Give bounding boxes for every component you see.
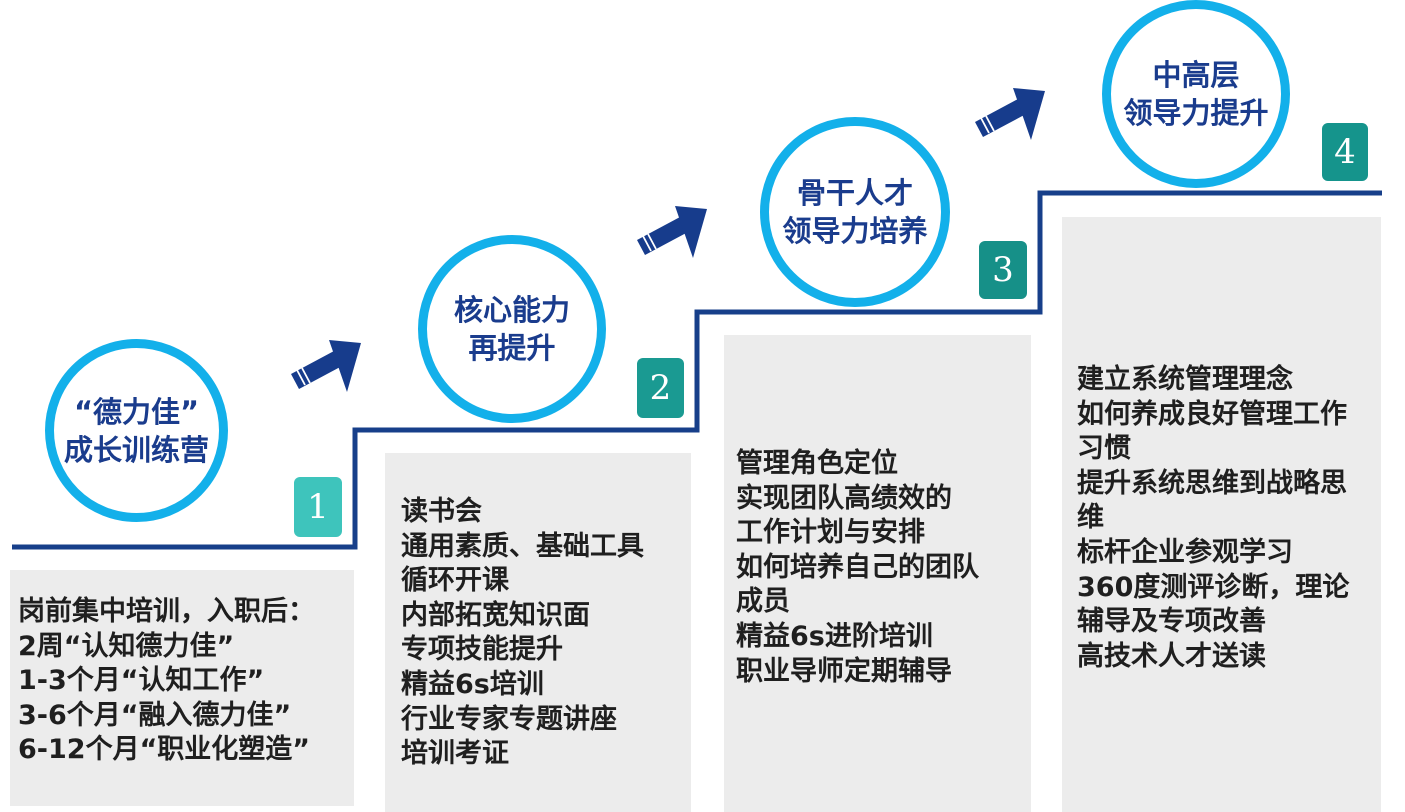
stage-4-detail-item: 高技术人才送读 <box>1077 640 1266 672</box>
stage-4-title-line-2: 领导力提升 <box>1123 96 1269 130</box>
stage-4-detail-item: 建立系统管理理念 <box>1077 364 1293 395</box>
stage-4-details-box: 建立系统管理理念 如何养成良好管理工作 习惯 提升系统思维到战略思 维 标杆企业… <box>1062 217 1381 812</box>
stage-2-detail-item: 读书会 <box>401 496 482 527</box>
stage-3-circle: 骨干人才 领导力培养 <box>760 117 950 307</box>
stage-3-detail-item: 职业导师定期辅导 <box>736 655 952 687</box>
stage-4-detail-item: 习惯 <box>1077 433 1131 465</box>
stage-1-details-box: 岗前集中培训，入职后： 2周“认知德力佳” 1-3个月“认知工作” 3-6个月“… <box>10 570 354 806</box>
stage-3-detail-item: 实现团队高绩效的 <box>736 482 952 514</box>
stage-1-detail-item: 岗前集中培训，入职后： <box>18 596 315 627</box>
stage-2-detail-item: 循环开课 <box>401 565 509 597</box>
arrow-icon-1 <box>291 340 361 392</box>
stage-1-title-line-1: “德力佳” <box>73 394 200 429</box>
stage-4-detail-item: 辅导及专项改善 <box>1077 606 1266 638</box>
stage-4-detail-item: 标杆企业参观学习 <box>1077 536 1293 568</box>
stage-2-detail-item: 通用素质、基础工具 <box>401 530 644 562</box>
stage-4-detail-item: 360度测评诊断，理论 <box>1077 571 1350 603</box>
stage-1-detail-item: 3-6个月“融入德力佳” <box>18 699 292 731</box>
stage-3-details-box: 管理角色定位 实现团队高绩效的 工作计划与安排 如何培养自己的团队 成员 精益6… <box>724 335 1031 812</box>
stage-4-detail-item: 如何养成良好管理工作 <box>1077 398 1347 430</box>
stage-3-title-line-2: 领导力培养 <box>782 214 928 248</box>
stage-3-number-badge: 3 <box>979 241 1027 299</box>
stage-3-detail-item: 管理角色定位 <box>736 448 898 479</box>
stage-4-detail-item: 维 <box>1077 502 1104 534</box>
stage-4-title-line-1: 中高层 <box>1152 58 1240 92</box>
stage-3-detail-item: 如何培养自己的团队 <box>736 551 979 583</box>
stage-2-detail-item: 精益6s培训 <box>401 668 544 700</box>
stage-2-title-line-1: 核心能力 <box>453 293 570 327</box>
stage-4-circle: 中高层 领导力提升 <box>1102 0 1290 188</box>
stage-2-number-badge: 2 <box>637 358 684 418</box>
stage-1-number-badge: 1 <box>294 477 342 537</box>
stage-4-detail-item: 提升系统思维到战略思 <box>1077 467 1347 499</box>
stage-2-detail-item: 专项技能提升 <box>401 634 563 666</box>
stage-4-number-badge: 4 <box>1322 123 1368 181</box>
stage-2-detail-item: 内部拓宽知识面 <box>401 599 590 631</box>
stage-2-details-box: 读书会 通用素质、基础工具 循环开课 内部拓宽知识面 专项技能提升 精益6s培训… <box>385 453 691 812</box>
stage-2-detail-item: 培训考证 <box>401 738 509 770</box>
stage-1-detail-item: 6-12个月“职业化塑造” <box>18 734 311 766</box>
stage-3-title-line-1: 骨干人才 <box>796 176 913 210</box>
stage-3-detail-item: 成员 <box>736 586 790 618</box>
stage-3-detail-item: 工作计划与安排 <box>736 517 925 549</box>
stage-1-title-line-2: 成长训练营 <box>63 432 209 467</box>
arrow-icon-2 <box>637 206 707 258</box>
stage-3-detail-item: 精益6s进阶培训 <box>736 620 933 652</box>
arrow-icon-3 <box>975 88 1045 140</box>
stage-2-detail-item: 行业专家专题讲座 <box>401 703 617 735</box>
stage-2-circle: 核心能力 再提升 <box>418 235 606 423</box>
stage-1-detail-item: 1-3个月“认知工作” <box>18 665 265 697</box>
stage-1-detail-item: 2周“认知德力佳” <box>18 630 235 662</box>
stage-1-circle: “德力佳” 成长训练营 <box>45 339 228 522</box>
stage-2-title-line-2: 再提升 <box>468 331 556 365</box>
